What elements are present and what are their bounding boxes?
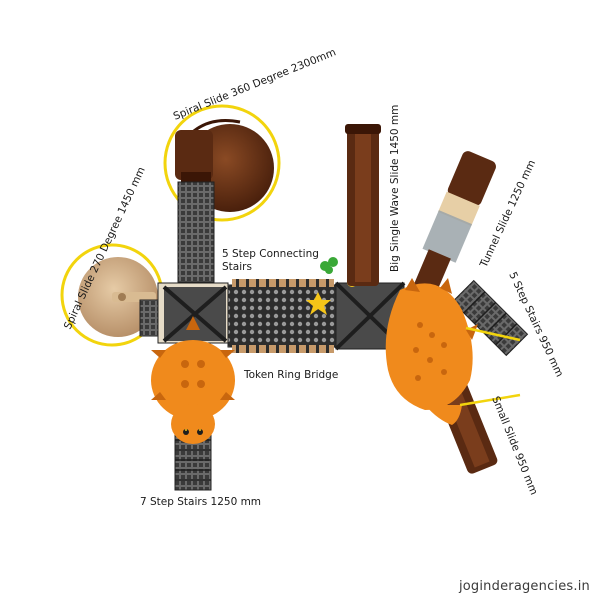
label-token-ring-bridge: Token Ring Bridge xyxy=(243,369,338,381)
spiral-slide-360-entry xyxy=(175,130,213,180)
label-seven-step-stairs: 7 Step Stairs 1250 mm xyxy=(140,496,261,508)
watermark: joginderagencies.in xyxy=(458,579,590,594)
stairs-upper-tower xyxy=(177,181,215,283)
label-small-slide: Small Slide 950 mm xyxy=(489,395,540,497)
star-decoration xyxy=(306,292,331,315)
label-connecting-stairs-2: Stairs xyxy=(222,261,252,273)
small-dinosaur-roof xyxy=(151,316,235,444)
big-dinosaur-roof xyxy=(385,278,478,425)
deck-left xyxy=(157,282,229,344)
highlight-ring-360 xyxy=(163,104,281,222)
big-wave-slide xyxy=(345,124,381,286)
label-connecting-stairs-1: 5 Step Connecting xyxy=(222,248,319,260)
label-big-wave-slide: Big Single Wave Slide 1450 mm xyxy=(389,105,401,272)
token-ring-bridge xyxy=(227,279,339,353)
label-spiral-360: Spiral Slide 360 Degree 2300mm xyxy=(172,46,338,122)
leaf-decoration xyxy=(320,257,338,274)
spiral-slide-270 xyxy=(60,243,164,347)
